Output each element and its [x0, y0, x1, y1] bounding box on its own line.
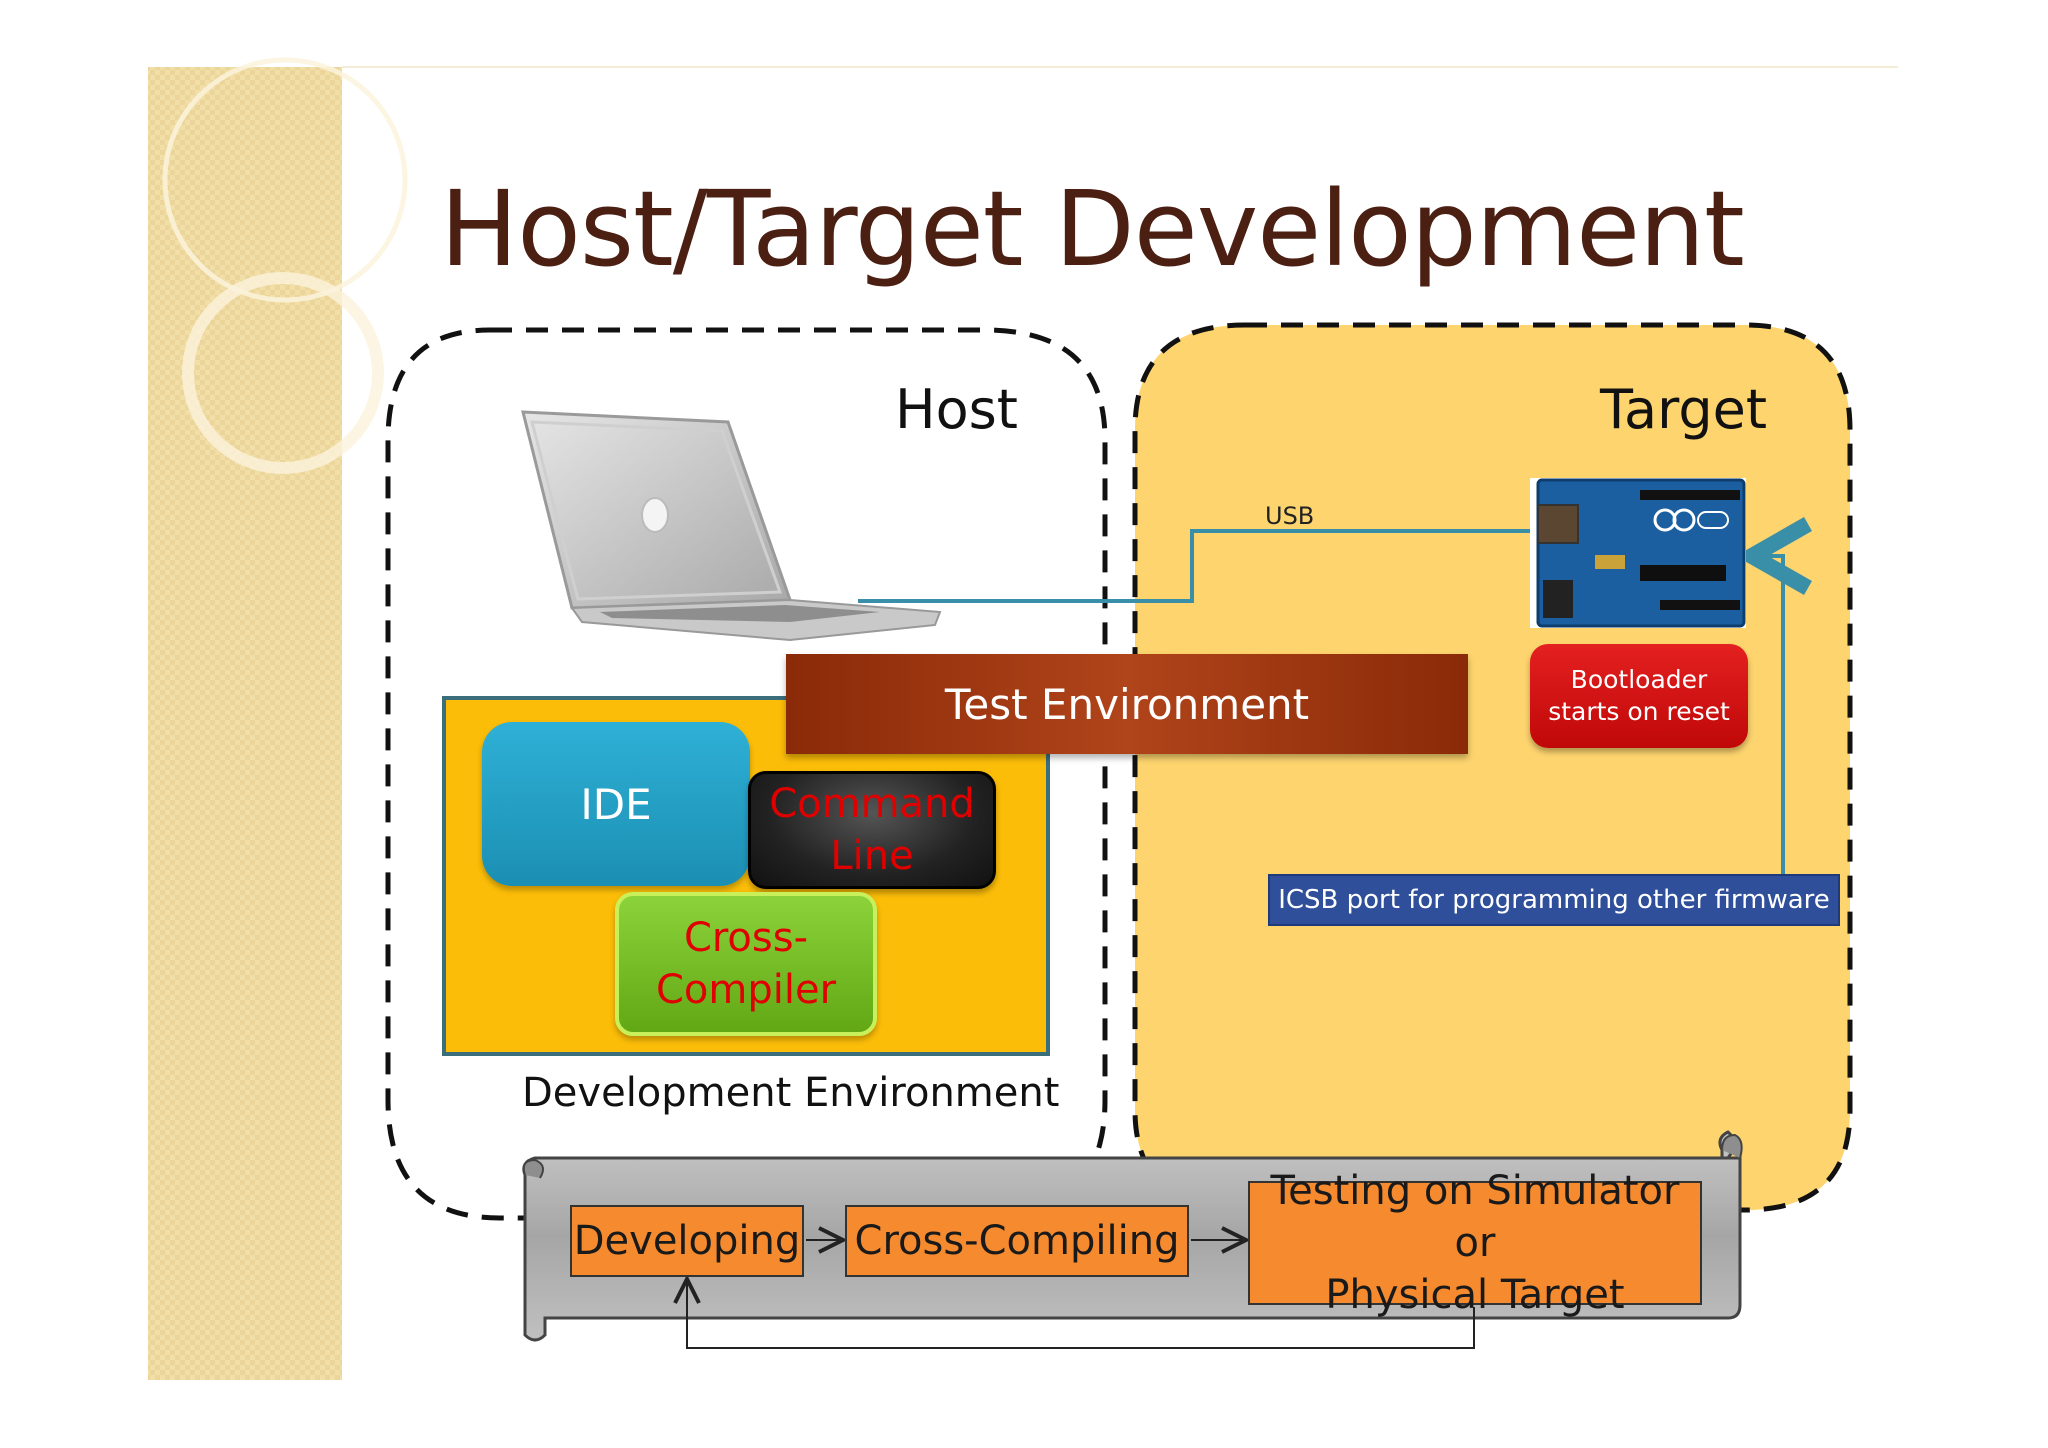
- development-environment-label: Development Environment: [522, 1070, 1060, 1116]
- cross-compiler-label-line1: Cross-: [683, 915, 809, 961]
- ide-label: IDE: [580, 779, 652, 829]
- host-label: Host: [895, 378, 1018, 441]
- decorative-ring-small: [182, 272, 384, 474]
- decorative-side-band: [148, 67, 342, 1380]
- workflow-step-label-line1: Testing on Simulator or: [1270, 1168, 1680, 1266]
- test-environment-label: Test Environment: [944, 679, 1310, 729]
- target-label: Target: [1600, 378, 1768, 441]
- workflow-step-label: Cross-Compiling: [854, 1218, 1180, 1264]
- test-environment-banner: Test Environment: [786, 654, 1468, 754]
- workflow-step-developing: Developing: [570, 1205, 804, 1277]
- workflow-step-label-line2: Physical Target: [1325, 1272, 1625, 1318]
- page-title: Host/Target Development: [440, 168, 1745, 290]
- workflow-step-testing: Testing on Simulator or Physical Target: [1248, 1168, 1702, 1318]
- decorative-ring-large: [162, 57, 408, 303]
- target-region: [1132, 322, 1853, 1213]
- icsb-connector-arrow: [1752, 556, 1783, 874]
- arrow-testing-back-to-developing: [687, 1279, 1475, 1349]
- cross-compiler-box: Cross- Compiler: [615, 892, 877, 1036]
- arduino-uno-board-icon: [1530, 478, 1746, 628]
- bootloader-label-line2: starts on reset: [1548, 697, 1730, 726]
- icsb-port-box: ICSB port for programming other firmware: [1268, 874, 1840, 926]
- command-line-box: Command Line: [748, 771, 996, 889]
- cross-compiler-label-line2: Compiler: [655, 967, 837, 1013]
- workflow-step-cross-compiling: Cross-Compiling: [845, 1205, 1189, 1277]
- command-line-label-line1: Command: [769, 781, 975, 827]
- ide-box: IDE: [482, 722, 750, 886]
- host-region: [385, 327, 1108, 1221]
- icsb-port-label: ICSB port for programming other firmware: [1278, 885, 1830, 915]
- workflow-step-label: Developing: [573, 1218, 801, 1264]
- usb-label: USB: [1265, 502, 1315, 530]
- bootloader-box: Bootloader starts on reset: [1530, 644, 1748, 748]
- bootloader-label-line1: Bootloader: [1570, 665, 1708, 694]
- laptop-icon: [521, 410, 942, 642]
- usb-connector-line: [858, 529, 1530, 603]
- command-line-label-line2: Line: [830, 833, 914, 879]
